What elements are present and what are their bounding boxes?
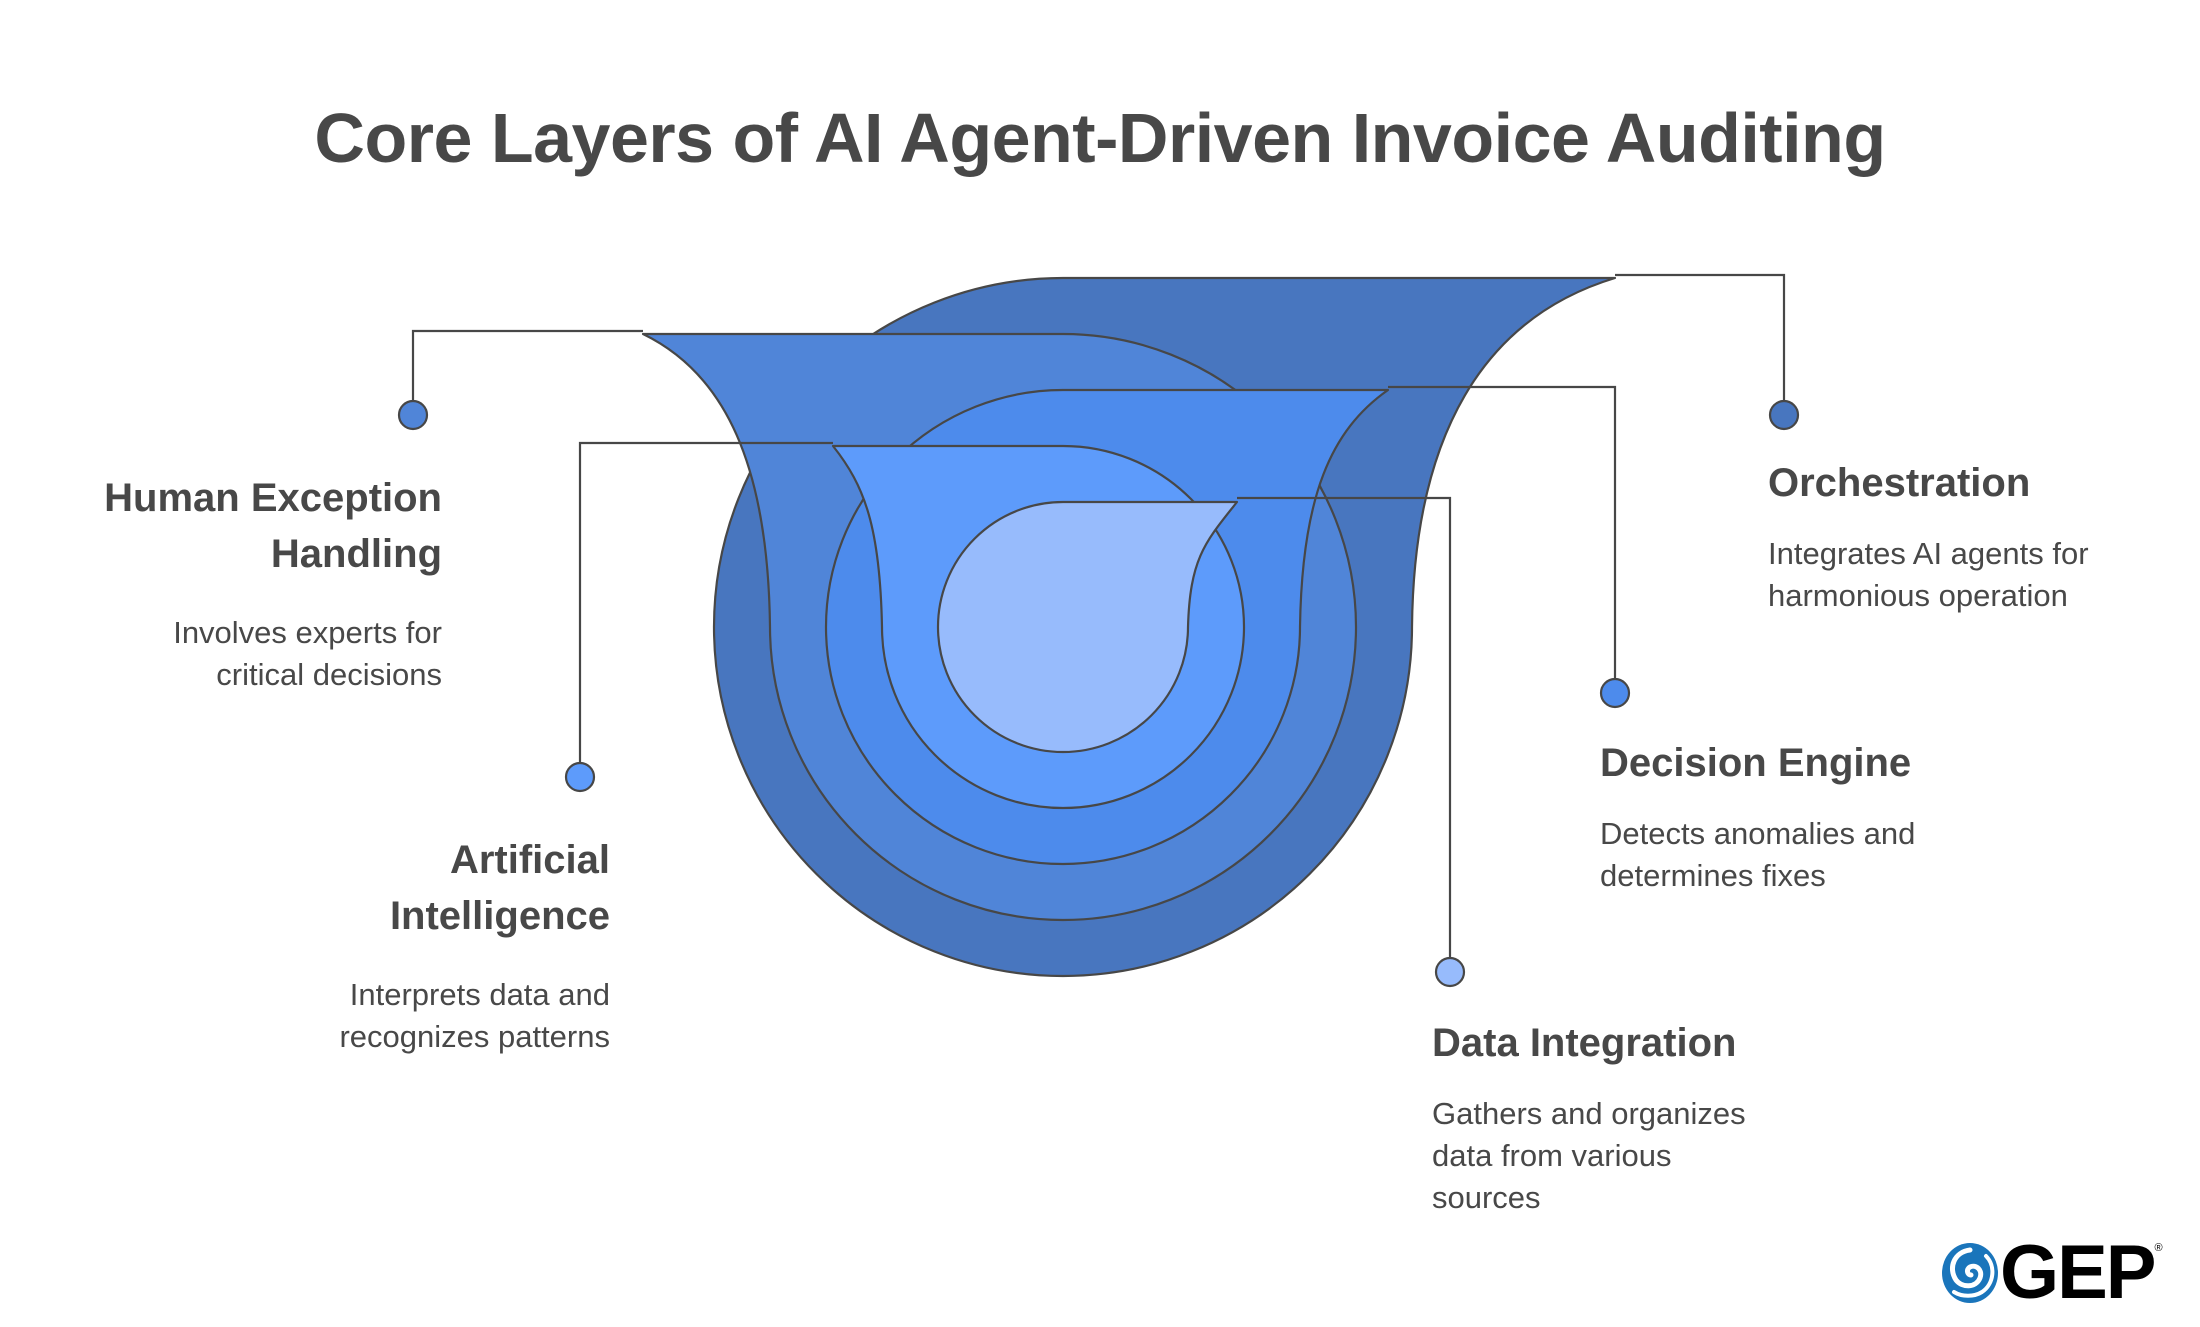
swirl-icon <box>1942 1243 1998 1303</box>
description-line: determines fixes <box>1600 858 1826 893</box>
logo-text: GEP <box>2000 1230 2156 1315</box>
description-line: Integrates AI agents for <box>1768 536 2089 571</box>
description-human-exception-handling: Involves experts for critical decisions <box>22 612 442 696</box>
connector-dot-human <box>397 399 429 431</box>
label-orchestration: Orchestration Integrates AI agents for ha… <box>1768 455 2188 617</box>
label-data-integration: Data Integration Gathers and organizes da… <box>1432 1015 1852 1219</box>
description-line: Involves experts for <box>173 615 442 650</box>
description-line: data from various <box>1432 1138 1672 1173</box>
connector-line-data <box>1237 496 1452 958</box>
heading-orchestration: Orchestration <box>1768 461 2031 505</box>
connector-line-orchestration <box>1615 273 1786 401</box>
description-line: sources <box>1432 1180 1541 1215</box>
registered-mark: ® <box>2154 1242 2163 1254</box>
connector-dot-decision <box>1599 677 1631 709</box>
description-line: harmonious operation <box>1768 578 2068 613</box>
layer-shape-data <box>936 500 1239 754</box>
heading-line: Handling <box>270 532 442 576</box>
connector-dot-orchestration <box>1768 399 1800 431</box>
heading-decision-engine: Decision Engine <box>1600 741 1912 785</box>
description-line: critical decisions <box>216 657 442 692</box>
heading-line: Human Exception <box>104 476 442 520</box>
heading-line: Intelligence <box>389 894 610 938</box>
description-orchestration: Integrates AI agents for harmonious opera… <box>1768 533 2188 617</box>
description-line: Interprets data and <box>349 977 610 1012</box>
heading-line: Artificial <box>449 838 610 882</box>
description-line: Gathers and organizes <box>1432 1096 1746 1131</box>
description-line: Detects anomalies and <box>1600 816 1916 851</box>
connector-dot-data <box>1434 956 1466 988</box>
description-decision-engine: Detects anomalies and determines fixes <box>1600 813 2020 897</box>
connector-line-ai <box>578 441 833 763</box>
connector-line-decision <box>1388 385 1617 679</box>
description-artificial-intelligence: Interprets data and recognizes patterns <box>190 974 610 1058</box>
description-data-integration: Gathers and organizes data from various so… <box>1432 1093 1852 1219</box>
description-line: recognizes patterns <box>339 1019 610 1054</box>
connector-dot-ai <box>564 761 596 793</box>
label-decision-engine: Decision Engine Detects anomalies and det… <box>1600 735 2020 897</box>
page-title: Core Layers of AI Agent-Driven Invoice A… <box>314 99 1886 177</box>
heading-data-integration: Data Integration <box>1432 1021 1737 1065</box>
connector-line-human <box>411 329 643 401</box>
gep-logo: GEP ® <box>1940 1230 2163 1315</box>
